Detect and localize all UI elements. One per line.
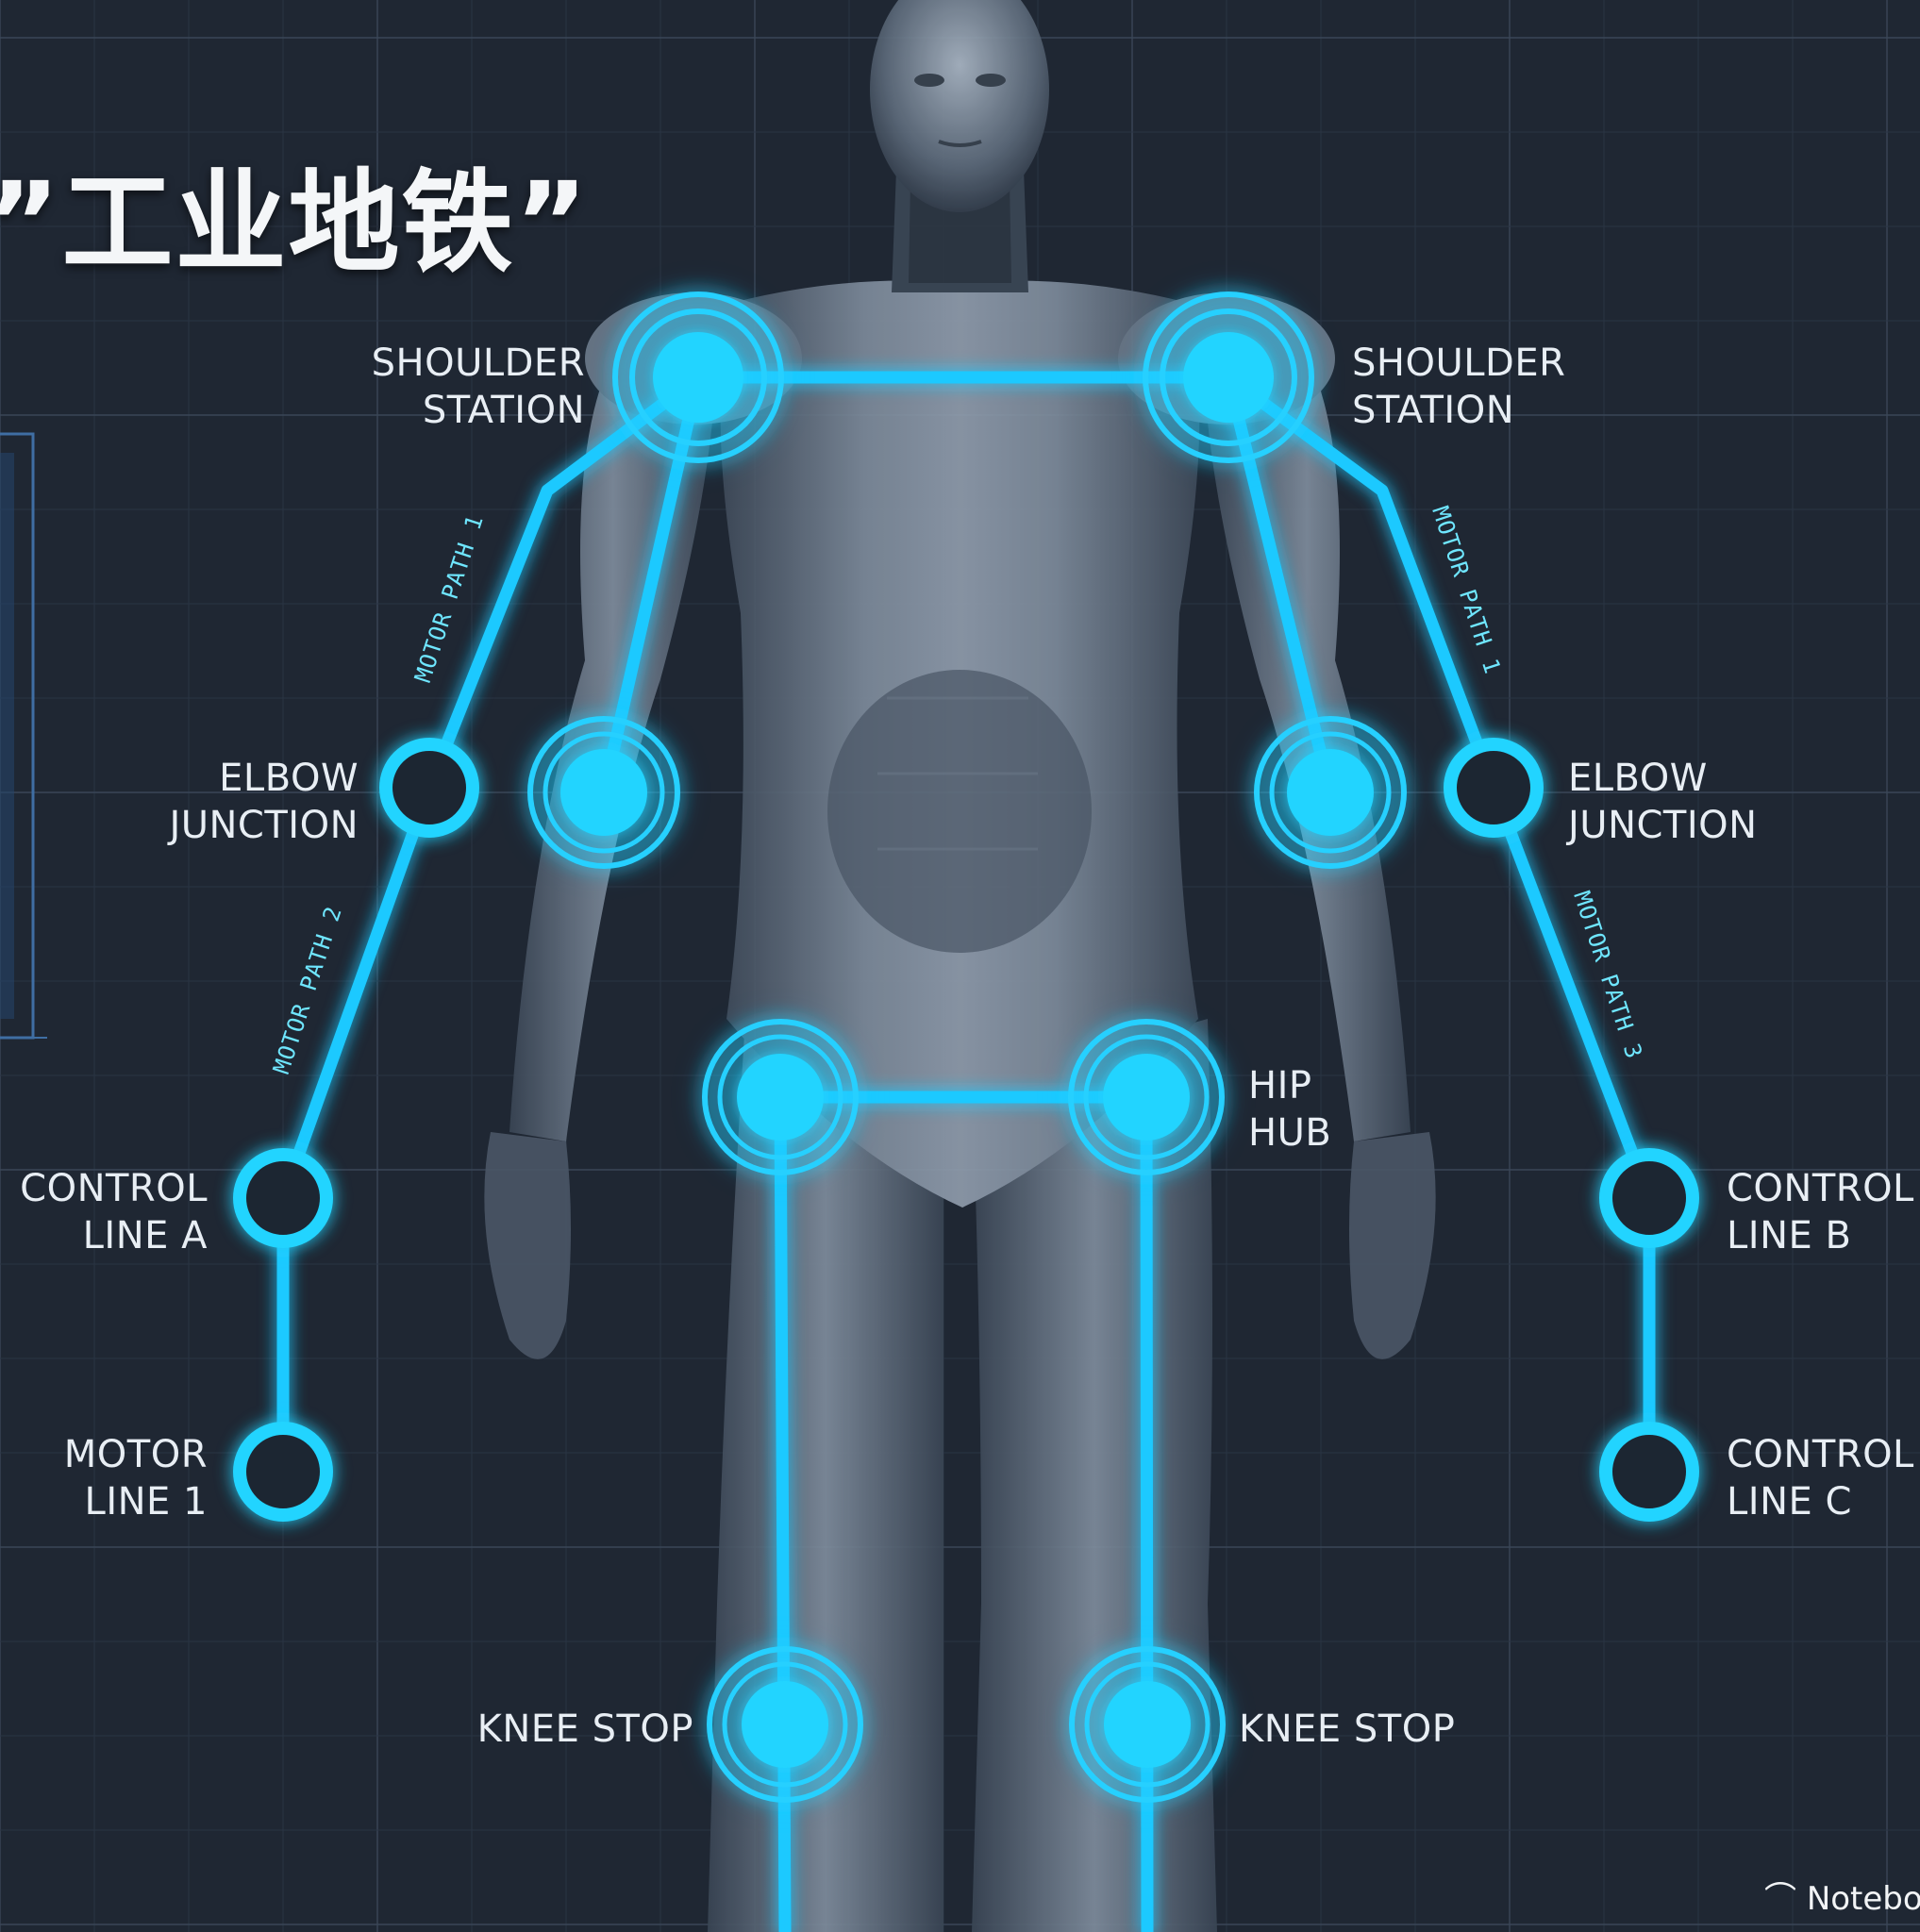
label-motor-line-line2: LINE 1 xyxy=(0,1478,208,1525)
left-leg-line xyxy=(780,1097,785,1932)
elbow-right-station xyxy=(1450,744,1537,831)
label-elbow-left: ELBOW JUNCTION xyxy=(75,755,359,849)
label-elbow-left-line2: JUNCTION xyxy=(75,802,359,849)
label-control-line-c: CONTROL LINE C xyxy=(1727,1431,1914,1525)
label-control-c-line1: CONTROL xyxy=(1727,1431,1914,1478)
label-elbow-right-line1: ELBOW xyxy=(1568,755,1758,802)
label-hip-line1: HIP xyxy=(1248,1062,1331,1109)
label-control-line-a: CONTROL LINE A xyxy=(0,1165,208,1259)
control-line-b-station xyxy=(1606,1155,1693,1241)
path-label-right-lower: MOTOR PATH 3 xyxy=(1568,888,1647,1062)
label-control-line-b: CONTROL LINE B xyxy=(1727,1165,1914,1259)
label-motor-line-1: MOTOR LINE 1 xyxy=(0,1431,208,1525)
label-control-b-line2: LINE B xyxy=(1727,1212,1914,1259)
logo-text: Notebo xyxy=(1807,1880,1920,1918)
logo-icon: ⌒ xyxy=(1764,1880,1796,1918)
label-control-b-line1: CONTROL xyxy=(1727,1165,1914,1212)
label-hip-hub: HIP HUB xyxy=(1248,1062,1331,1157)
label-elbow-left-line1: ELBOW xyxy=(75,755,359,802)
label-control-a-line2: LINE A xyxy=(0,1212,208,1259)
side-panel-frame xyxy=(0,434,47,1038)
brand-logo: ⌒ Notebo xyxy=(1764,1873,1920,1919)
label-shoulder-right: SHOULDER STATION xyxy=(1352,340,1565,434)
diagram-title: ”工业地铁” xyxy=(0,132,590,293)
label-knee-right: KNEE STOP xyxy=(1239,1706,1455,1753)
control-line-a-station xyxy=(240,1155,326,1241)
right-leg-line xyxy=(1146,1097,1147,1932)
label-elbow-right: ELBOW JUNCTION xyxy=(1568,755,1758,849)
label-elbow-right-line2: JUNCTION xyxy=(1568,802,1758,849)
label-shoulder-left: SHOULDER STATION xyxy=(302,340,585,434)
label-control-c-line2: LINE C xyxy=(1727,1478,1914,1525)
label-control-a-line1: CONTROL xyxy=(0,1165,208,1212)
label-shoulder-left-line1: SHOULDER xyxy=(302,340,585,387)
label-knee-left: KNEE STOP xyxy=(396,1706,693,1753)
label-motor-line-line1: MOTOR xyxy=(0,1431,208,1478)
elbow-left-station xyxy=(386,744,473,831)
motor-line-1-station xyxy=(240,1428,326,1515)
humanoid-figure xyxy=(484,0,1435,1932)
label-hip-line2: HUB xyxy=(1248,1109,1331,1157)
label-shoulder-left-line2: STATION xyxy=(302,387,585,434)
control-line-c-station xyxy=(1606,1428,1693,1515)
label-shoulder-right-line1: SHOULDER xyxy=(1352,340,1565,387)
label-shoulder-right-line2: STATION xyxy=(1352,387,1565,434)
